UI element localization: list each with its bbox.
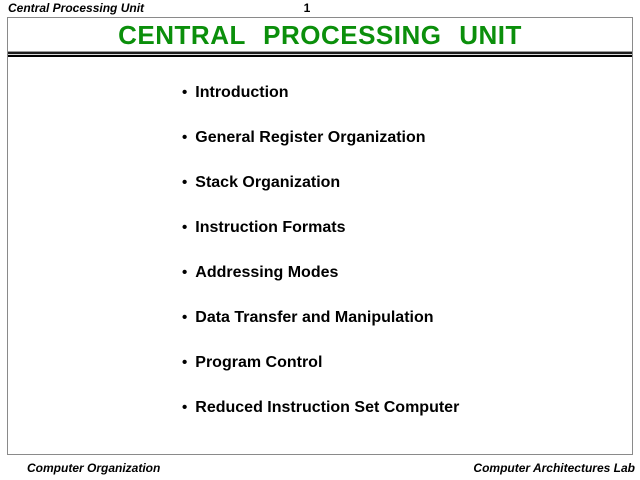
topic-label: Reduced Instruction Set Computer [195, 399, 460, 416]
bullet-icon: • [182, 399, 188, 416]
bullet-icon: • [182, 84, 188, 101]
bullet-icon: • [182, 219, 188, 236]
bullet-icon: • [182, 354, 188, 371]
list-item: • Reduced Instruction Set Computer [182, 400, 632, 416]
topic-label: General Register Organization [195, 129, 426, 146]
bullet-icon: • [182, 129, 188, 146]
list-item: • Program Control [182, 355, 632, 371]
list-item: • General Register Organization [182, 130, 632, 146]
topics-list: • Introduction • General Register Organizat… [8, 85, 632, 416]
topic-label: Addressing Modes [195, 264, 339, 281]
footer-right: Computer Architectures Lab [473, 461, 635, 475]
header-title: Central Processing Unit [8, 1, 145, 15]
topic-label: Stack Organization [195, 174, 341, 191]
page-number: 1 [303, 1, 311, 15]
list-item: • Stack Organization [182, 175, 632, 191]
topic-label: Instruction Formats [195, 219, 346, 236]
footer-left: Computer Organization [27, 461, 161, 475]
topic-label: Data Transfer and Manipulation [195, 309, 434, 326]
topic-label: Introduction [195, 84, 289, 101]
slide-title: CENTRAL PROCESSING UNIT [118, 20, 522, 50]
bullet-icon: • [182, 309, 188, 326]
slide-frame: CENTRAL PROCESSING UNIT • Introduction • Ge… [7, 17, 633, 455]
list-item: • Data Transfer and Manipulation [182, 310, 632, 326]
bullet-icon: • [182, 174, 188, 191]
list-item: • Addressing Modes [182, 265, 632, 281]
title-divider [8, 51, 632, 57]
list-item: • Introduction [182, 85, 632, 101]
bullet-icon: • [182, 264, 188, 281]
list-item: • Instruction Formats [182, 220, 632, 236]
topic-label: Program Control [195, 354, 323, 371]
